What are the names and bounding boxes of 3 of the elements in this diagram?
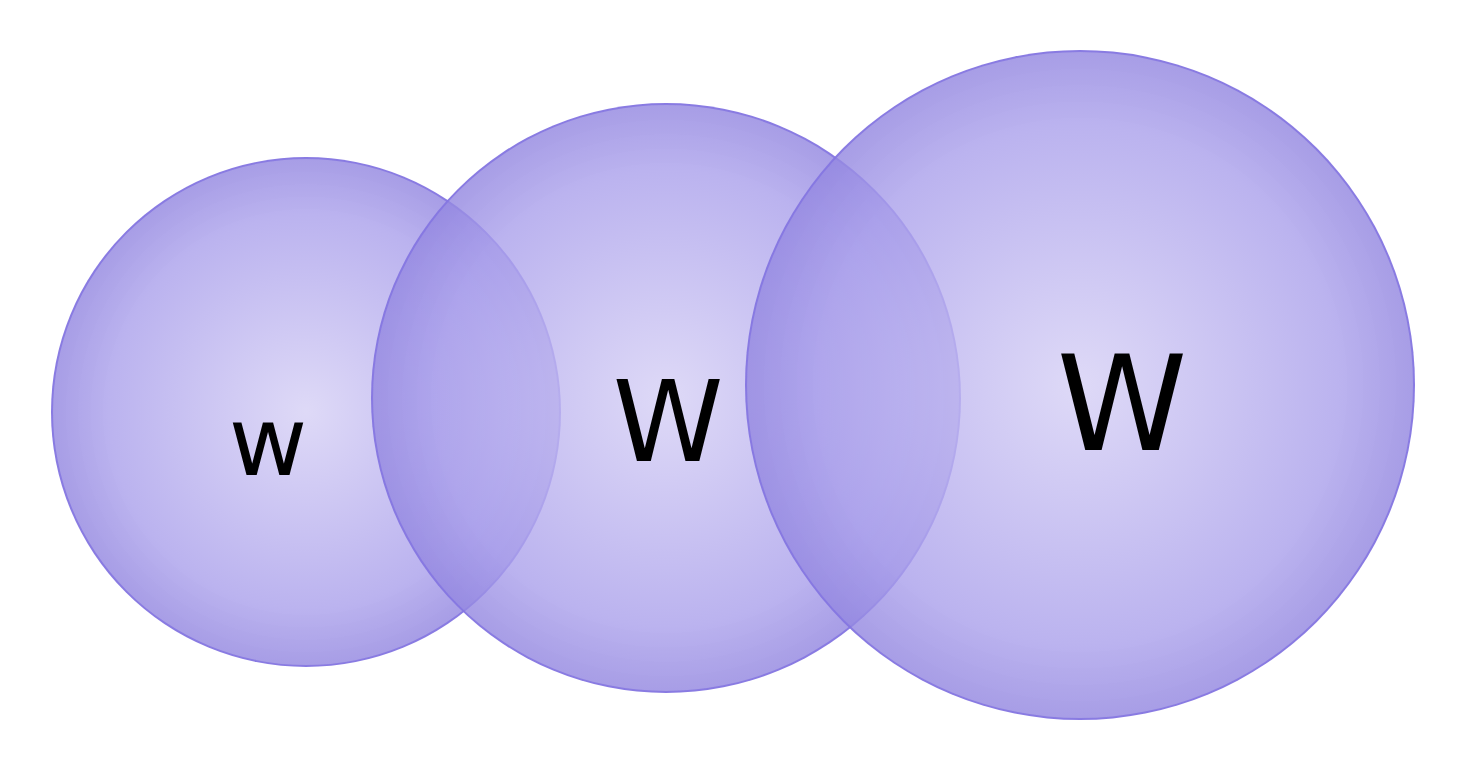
letter-label: W (1056, 338, 1188, 470)
letter-label: W (612, 366, 724, 478)
letter-label: w (228, 394, 308, 490)
